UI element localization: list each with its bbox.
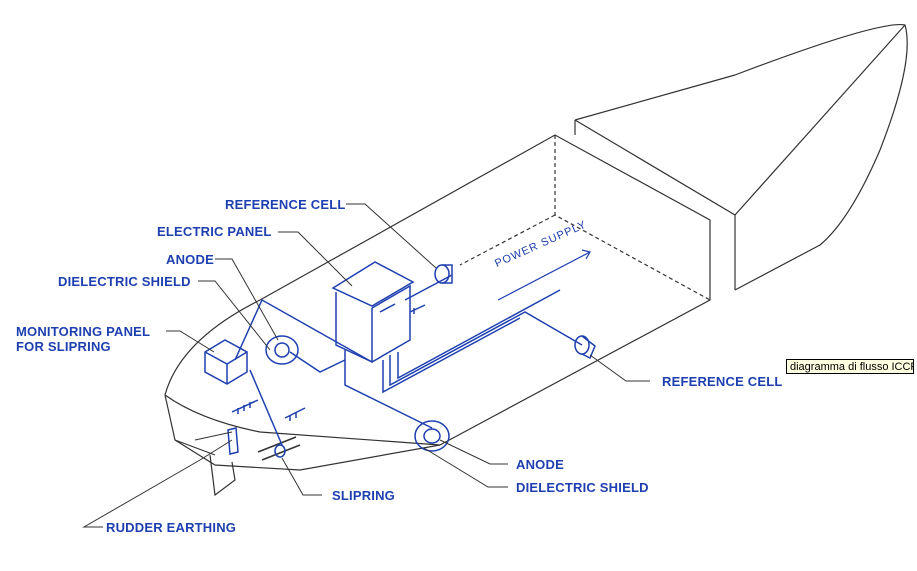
label-reference-cell-top: REFERENCE CELL [225,197,346,212]
label-reference-cell-right: REFERENCE CELL [662,374,783,389]
anode-left-shape [265,335,299,365]
label-slipring: SLIPRING [332,488,395,503]
power-supply-arrow [497,249,591,301]
label-anode-bottom: ANODE [516,457,564,472]
label-anode-left: ANODE [166,252,214,267]
leader-lines [82,203,650,528]
label-rudder-earthing: RUDDER EARTHING [106,520,237,535]
monitoring-panel-box [204,339,248,385]
anode-bottom-shape [414,420,450,452]
equipment [204,261,596,461]
tooltip: diagramma di flusso ICCP [786,359,914,374]
slipring-shape [257,436,301,461]
hull-outline [164,23,908,497]
reference-cell-top-shape [434,264,453,284]
electric-panel-box [331,261,415,364]
label-dielectric-shield-bottom: DIELECTRIC SHIELD [516,480,649,495]
label-dielectric-shield-left: DIELECTRIC SHIELD [58,274,191,289]
label-electric-panel: ELECTRIC PANEL [157,224,272,239]
reference-cell-right-shape [574,335,596,360]
label-monitoring-panel: MONITORING PANEL FOR SLIPRING [16,324,151,354]
